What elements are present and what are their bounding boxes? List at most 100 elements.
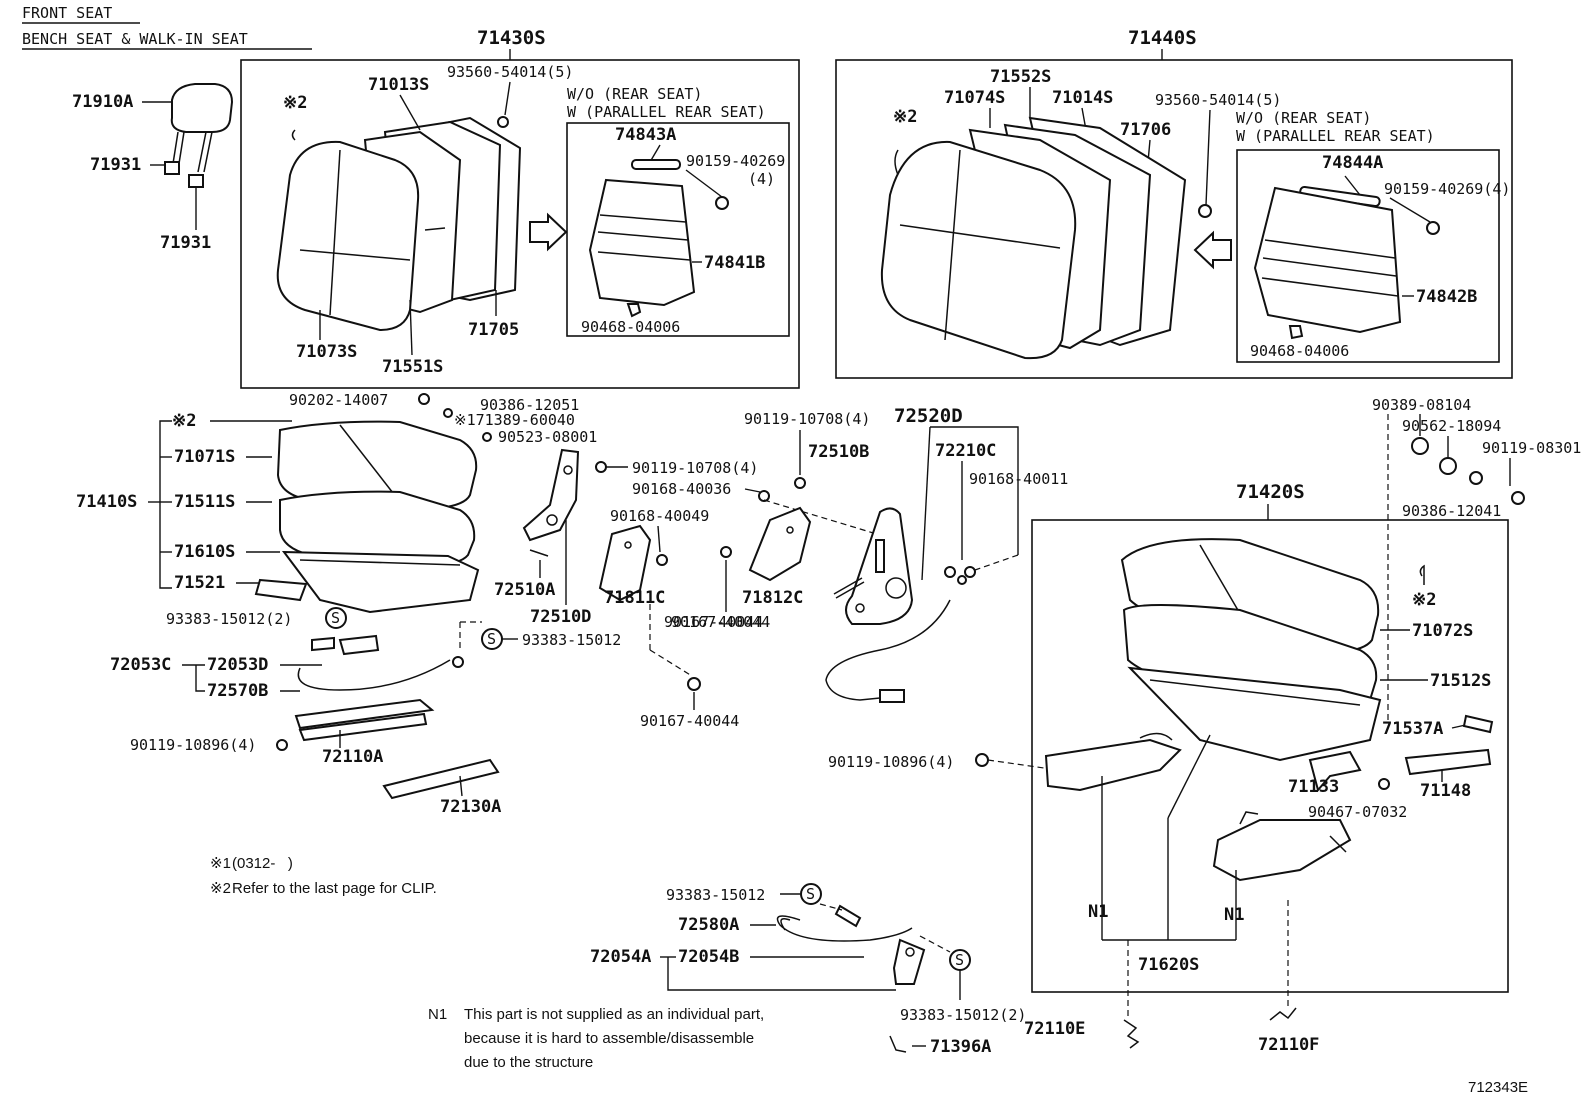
label-90386-12041: 90386-12041 xyxy=(1402,502,1501,520)
footnote-2-mark: ※2 xyxy=(210,880,231,897)
label-s-marker-d: S xyxy=(955,951,964,969)
label-90167-40044-b: 90167-40044 xyxy=(640,712,739,730)
group-label-71420S: 71420S xyxy=(1236,481,1305,503)
label-72110F: 72110F xyxy=(1258,1035,1319,1055)
label-note2-c: ※2 xyxy=(172,411,196,431)
note-n1-line-2: because it is hard to assemble/disassemb… xyxy=(464,1030,754,1047)
label-note2-a: ※2 xyxy=(283,93,307,113)
left-cable-drawing xyxy=(297,634,464,691)
label-93383-15012-2-bottom: 93383-15012(2) xyxy=(900,1006,1026,1024)
label-93383-15012-2-left: 93383-15012(2) xyxy=(166,610,292,628)
left-seatback-drawing xyxy=(276,116,568,332)
label-71706: 71706 xyxy=(1120,120,1171,140)
hinge-cover-drawing xyxy=(598,524,652,602)
label-72510B: 72510B xyxy=(808,442,869,462)
cover-panel-right xyxy=(1253,186,1402,334)
right-cushion-drawing xyxy=(1120,538,1382,762)
label-w-parallel-rear-seat-left: W (PARALLEL REAR SEAT) xyxy=(567,103,766,121)
label-wo-rear-seat-left: W/O (REAR SEAT) xyxy=(567,85,702,103)
label-71537A: 71537A xyxy=(1382,719,1443,739)
label-72054A: 72054A xyxy=(590,947,651,967)
label-90467-07032: 90467-07032 xyxy=(1308,803,1407,821)
label-93383-15012-bottom: 93383-15012 xyxy=(666,886,765,904)
right-seatback-drawing xyxy=(880,116,1232,360)
label-90119-10896-right: 90119-10896(4) xyxy=(828,753,954,771)
group-box-71440S xyxy=(835,59,1513,379)
label-72130A: 72130A xyxy=(440,797,501,817)
inner-box-right xyxy=(1236,149,1500,363)
label-71410S: 71410S xyxy=(76,492,137,512)
label-90168-40049: 90168-40049 xyxy=(610,507,709,525)
label-90168-40036: 90168-40036 xyxy=(632,480,731,498)
label-72054B: 72054B xyxy=(678,947,739,967)
headrest-drawing xyxy=(164,83,234,188)
label-71396A: 71396A xyxy=(930,1037,991,1057)
latch-drawing-71133 xyxy=(1308,750,1362,793)
label-74843A: 74843A xyxy=(615,125,676,145)
group-box-71430S xyxy=(240,59,800,389)
label-71931-b: 71931 xyxy=(160,233,211,253)
label-74844A: 74844A xyxy=(1322,153,1383,173)
label-72110A: 72110A xyxy=(322,747,383,767)
recliner-cover-drawing xyxy=(748,506,812,582)
label-72210C: 72210C xyxy=(935,441,996,461)
label-71071S: 71071S xyxy=(174,447,235,467)
header-line-1: FRONT SEAT xyxy=(22,4,112,22)
header-line-2: BENCH SEAT & WALK-IN SEAT xyxy=(22,30,248,48)
label-90523-08001: 90523-08001 xyxy=(498,428,597,446)
label-71074S: 71074S xyxy=(944,88,1005,108)
label-71389-60040: ※171389-60040 xyxy=(454,411,575,429)
label-71551S: 71551S xyxy=(382,357,443,377)
left-cushion-drawing xyxy=(254,420,480,614)
label-74842B: 74842B xyxy=(1416,287,1477,307)
seat-rail-left-drawing xyxy=(294,698,435,742)
label-71812C: 71812C xyxy=(742,588,803,608)
label-71521: 71521 xyxy=(174,573,225,593)
label-90468-04006-right: 90468-04006 xyxy=(1250,342,1349,360)
label-71148: 71148 xyxy=(1420,781,1471,801)
label-N1-b: N1 xyxy=(1224,905,1244,925)
label-71811C: 71811C xyxy=(604,588,665,608)
label-90468-04006-left: 90468-04006 xyxy=(581,318,680,336)
label-72510A: 72510A xyxy=(494,580,555,600)
label-90167-40044-c: 90167-40044 xyxy=(671,613,770,631)
label-72510D: 72510D xyxy=(530,607,591,627)
figure-id: 712343E xyxy=(1468,1079,1528,1096)
label-72110E: 72110E xyxy=(1024,1019,1085,1039)
label-93560-54014-left: 93560-54014(5) xyxy=(447,63,573,81)
label-72520D: 72520D xyxy=(894,405,963,427)
label-90389-08104: 90389-08104 xyxy=(1372,396,1471,414)
group-label-71440S: 71440S xyxy=(1128,27,1197,49)
label-71014S: 71014S xyxy=(1052,88,1113,108)
seat-rail-bar-drawing xyxy=(382,758,500,800)
label-71013S: 71013S xyxy=(368,75,429,95)
label-71705: 71705 xyxy=(468,320,519,340)
footnote-1-mark: ※1 xyxy=(210,855,231,872)
label-w-parallel-rear-seat-right: W (PARALLEL REAR SEAT) xyxy=(1236,127,1435,145)
note-n1-line-3: due to the structure xyxy=(464,1054,593,1071)
label-71910A: 71910A xyxy=(72,92,133,112)
inner-box-left xyxy=(566,122,790,337)
label-90159-40269-left: 90159-40269 xyxy=(686,152,785,170)
label-wo-rear-seat-right: W/O (REAR SEAT) xyxy=(1236,109,1371,127)
label-72053C: 72053C xyxy=(110,655,171,675)
label-71610S: 71610S xyxy=(174,542,235,562)
bottom-cable-drawing xyxy=(776,904,926,985)
label-72053D: 72053D xyxy=(207,655,268,675)
group-label-71430S: 71430S xyxy=(477,27,546,49)
label-90119-10896-left: 90119-10896(4) xyxy=(130,736,256,754)
label-90386-12051: 90386-12051 xyxy=(480,396,579,414)
footnote-1-text: (0312- ) xyxy=(232,855,293,872)
hinge-bracket-drawing xyxy=(522,448,580,557)
label-note2-b: ※2 xyxy=(893,107,917,127)
right-frame-drawing xyxy=(1044,732,1352,882)
recliner-cable-drawing xyxy=(825,566,967,703)
label-90562-18094: 90562-18094 xyxy=(1402,417,1501,435)
label-s-marker-a: S xyxy=(331,609,340,627)
label-s-marker-c: S xyxy=(806,885,815,903)
label-72570B: 72570B xyxy=(207,681,268,701)
label-71620S: 71620S xyxy=(1138,955,1199,975)
label-qty-4-left: (4) xyxy=(748,170,775,188)
label-71511S: 71511S xyxy=(174,492,235,512)
